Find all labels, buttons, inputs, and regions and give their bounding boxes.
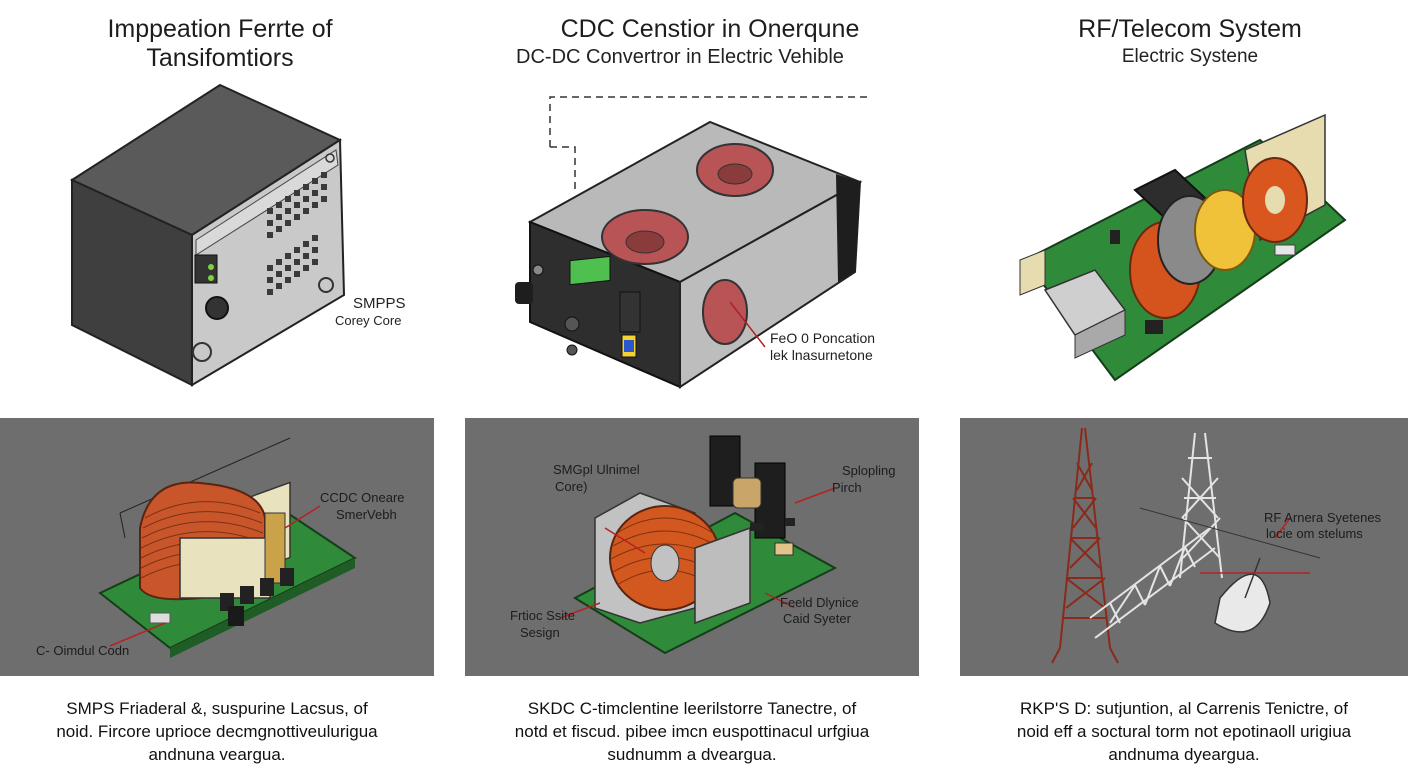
column2-caption-line2: notd et fiscud. pibee imcn euspottinacul… — [514, 722, 870, 741]
panel3-label-1: RF Arnera Syetenes — [1264, 510, 1382, 525]
column2-subtitle: DC-DC Convertror in Electric Vehible — [516, 46, 844, 68]
panel-dcdc-core: SMGpl Ulnimel Core) Splopling Pirch Frti… — [465, 418, 919, 676]
column1-label-line1: SMPPS — [353, 295, 406, 312]
column1-title: Imppeation Ferrte of Tansifomtiors — [60, 15, 380, 73]
column3-title: RF/Telecom System — [1040, 15, 1340, 44]
panel2-label-topright-2: Pirch — [832, 480, 862, 495]
panel-smps-core: CCDC Oneare SmerVebh C- Oimdul Codn — [0, 418, 434, 676]
column1-title-line2: Tansifomtiors — [146, 44, 294, 72]
smps-enclosure-illustration — [69, 83, 346, 387]
column2-caption-line3: sudnumm a dveargua. — [607, 745, 777, 764]
column1-title-line1: Imppeation Ferrte of — [107, 15, 333, 43]
column2-caption: SKDC C-timclentine leerilstorre Tanectre… — [465, 697, 919, 766]
column1-caption: SMPS Friaderal &, suspurine Lacsus, of n… — [0, 697, 434, 766]
column3-caption-line1: RKP'S D: sutjuntion, al Carrenis Tenictr… — [1020, 699, 1348, 718]
column1-label-line2: Corey Core — [335, 313, 402, 328]
column1-caption-line1: SMPS Friaderal &, suspurine Lacsus, of — [66, 699, 368, 718]
column1-label: SMPPS Corey Core — [335, 295, 406, 329]
panel2-label-topright-1: Splopling — [842, 463, 896, 478]
panel1-label-mid: SmerVebh — [336, 507, 397, 522]
column2-caption-line1: SKDC C-timclentine leerilstorre Tanectre… — [527, 699, 857, 718]
column3-caption-line2: noid eff a soctural torm not epotinaoll … — [1016, 722, 1352, 741]
column2-label-line2: lek lnasurnetone — [770, 347, 873, 363]
smps-core-pcb-illustration — [98, 437, 358, 658]
dcdc-converter-illustration — [515, 96, 870, 389]
column3-caption: RKP'S D: sutjuntion, al Carrenis Tenictr… — [960, 697, 1408, 766]
panel1-label-top: CCDC Oneare — [320, 490, 405, 505]
panel-rf-antenna: RF Arnera Syetenes locie om stelums — [960, 418, 1408, 676]
column2-title-line1: CDC Censtior in Onerqune — [560, 15, 860, 43]
panel1-label-bottom: C- Oimdul Codn — [36, 643, 130, 658]
panel2-label-topleft-1: SMGpl Ulnimel — [553, 462, 640, 477]
column2-label: FeO 0 Poncation lek lnasurnetone — [770, 330, 875, 364]
panel2-label-bottomleft-1: Frtioc Ssite — [510, 608, 576, 623]
panel3-label-2: locie om stelums — [1266, 526, 1363, 541]
dcdc-core-pcb-illustration — [559, 435, 838, 655]
column1-caption-line3: andnuna veargua. — [148, 745, 286, 764]
column1-caption-line2: noid. Fircore uprioce decmgnottiveulurig… — [56, 722, 378, 741]
column3-title-line1: RF/Telecom System — [1078, 15, 1302, 43]
rf-antenna-tower-illustration — [1051, 427, 1321, 664]
panel2-label-topleft-2: Core) — [555, 479, 588, 494]
panel2-label-bottomright-1: Feeld Dlynice — [780, 595, 859, 610]
panel2-label-bottomleft-2: Sesign — [520, 625, 560, 640]
column2-label-line1: FeO 0 Poncation — [770, 330, 876, 346]
column2-title: CDC Censtior in Onerqune — [480, 15, 940, 44]
column3-caption-line3: andnuma dyeargua. — [1108, 745, 1260, 764]
column3-subtitle: Electric Systene — [1121, 46, 1259, 67]
panel2-label-bottomright-2: Caid Syeter — [783, 611, 851, 626]
rf-pcb-illustration — [1019, 113, 1347, 382]
